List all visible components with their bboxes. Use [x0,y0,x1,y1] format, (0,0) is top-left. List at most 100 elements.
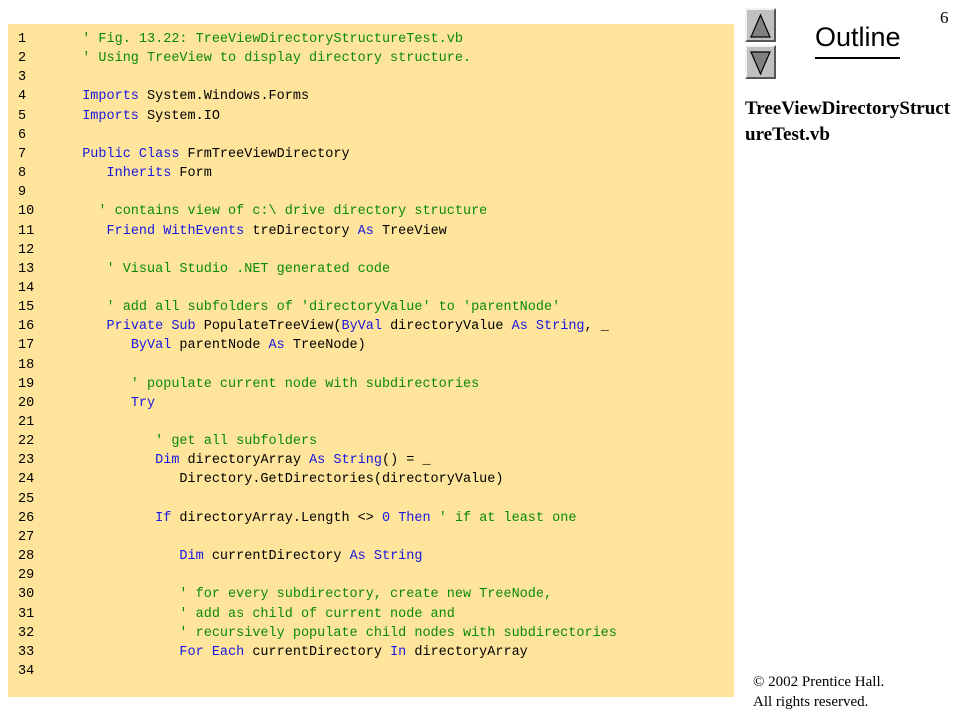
code-text: currentDirectory [244,644,391,660]
line-number: 12 [18,242,35,258]
code-text [66,511,155,526]
triangle-up-icon [750,13,771,38]
line-number: 30 [18,587,35,603]
code-line: 3 [18,68,66,87]
line-number: 3 [18,70,27,86]
code-line: 11 Friend WithEvents treDirectory As Tre… [18,222,447,241]
line-number: 1 [18,32,27,47]
line-number: 16 [18,319,35,335]
code-line: 22 ' get all subfolders [18,432,317,451]
code-text [66,319,107,334]
line-number: 9 [18,185,27,201]
code-text: , _ [584,319,609,335]
line-number: 26 [18,510,35,526]
copyright-line-2: All rights reserved. [753,694,869,710]
code-line: 7 Public Class FrmTreeViewDirectory [18,145,350,164]
code-line: 1 ' Fig. 13.22: TreeViewDirectoryStructu… [18,30,463,49]
code-line: 31 ' add as child of current node and [18,605,455,624]
code-comment: ' add all subfolders of 'directoryValue'… [66,300,561,316]
line-number: 18 [18,357,35,373]
code-keyword: 0 [381,510,391,526]
line-number: 29 [18,568,35,584]
code-keyword: As String [309,453,382,469]
code-line: 24 Directory.GetDirectories(directoryVal… [18,470,503,489]
code-line: 25 [18,490,66,509]
line-number: 28 [18,549,35,565]
code-keyword: Imports [82,89,139,105]
code-text: Form [171,166,212,182]
code-line: 15 ' add all subfolders of 'directoryVal… [18,298,560,317]
code-keyword: As [357,223,374,239]
code-comment: ' Fig. 13.22: TreeViewDirectoryStructure… [66,32,463,47]
code-line: 9 [18,183,66,202]
line-number: 7 [18,146,27,162]
code-line: 5 Imports System.IO [18,107,220,126]
code-comment: ' Using TreeView to display directory st… [66,51,472,67]
code-text [66,166,107,181]
code-text: System.Windows.Forms [138,89,310,105]
file-name-label: TreeViewDirectoryStructureTest.vb [745,98,951,145]
code-line: 23 Dim directoryArray As String() = _ [18,451,431,470]
code-line: 34 [18,662,66,681]
code-line: 16 Private Sub PopulateTreeView(ByVal di… [18,317,609,336]
code-text: directoryArray [179,453,310,469]
code-text: () = _ [381,453,431,469]
code-text: FrmTreeViewDirectory [179,146,350,162]
line-number: 5 [18,108,27,124]
code-line: 17 ByVal parentNode As TreeNode) [18,336,366,355]
code-keyword: Try [130,395,156,411]
code-comment: ' get all subfolders [66,434,318,450]
code-line: 29 [18,566,66,585]
code-line: 20 Try [18,394,155,413]
code-text [66,396,131,411]
code-line: 10 ' contains view of c:\ drive director… [18,202,487,221]
code-text: parentNode [171,338,269,354]
code-line: 6 [18,126,66,145]
code-line: 18 [18,356,66,375]
code-text [66,109,82,124]
line-number: 17 [18,338,35,354]
line-number: 8 [18,166,27,182]
next-slide-button[interactable] [745,45,776,79]
previous-slide-button[interactable] [745,8,776,42]
code-keyword: Dim [179,549,204,565]
code-text [66,549,179,564]
code-keyword: If [155,510,172,526]
line-number: 20 [18,395,35,411]
code-text: PopulateTreeView( [195,319,342,335]
code-text: currentDirectory [203,549,350,565]
line-number: 4 [18,89,27,105]
code-text: TreeNode) [284,338,366,354]
code-keyword: Inherits [106,166,172,182]
code-keyword: As [268,338,285,354]
code-line: 14 [18,279,66,298]
line-number: 11 [18,223,35,239]
code-text: TreeView [373,223,447,239]
line-number: 10 [18,204,35,220]
line-number: 34 [18,663,35,679]
line-number: 14 [18,280,35,296]
code-line: 4 Imports System.Windows.Forms [18,87,309,106]
code-line: 12 [18,241,66,260]
line-number: 15 [18,300,35,316]
line-number: 23 [18,453,35,469]
code-text [390,511,398,526]
outline-link[interactable]: Outline [815,22,901,52]
code-keyword: In [390,644,407,660]
copyright-notice: © 2002 Prentice Hall. All rights reserve… [753,672,884,712]
line-number: 6 [18,127,27,143]
code-keyword: Dim [155,453,180,469]
code-keyword: Then [398,510,431,526]
code-text [66,224,107,239]
code-text: treDirectory [244,223,358,239]
code-text [66,147,82,162]
code-comment: ' if at least one [430,510,577,526]
copyright-line-1: © 2002 Prentice Hall. [753,674,885,690]
code-line: 19 ' populate current node with subdirec… [18,375,479,394]
line-number: 2 [18,51,27,67]
code-line: 27 [18,528,66,547]
code-text: System.IO [138,108,220,124]
code-listing-panel: 1 ' Fig. 13.22: TreeViewDirectoryStructu… [8,24,734,697]
code-keyword: Friend WithEvents [106,223,245,239]
line-number: 31 [18,606,35,622]
